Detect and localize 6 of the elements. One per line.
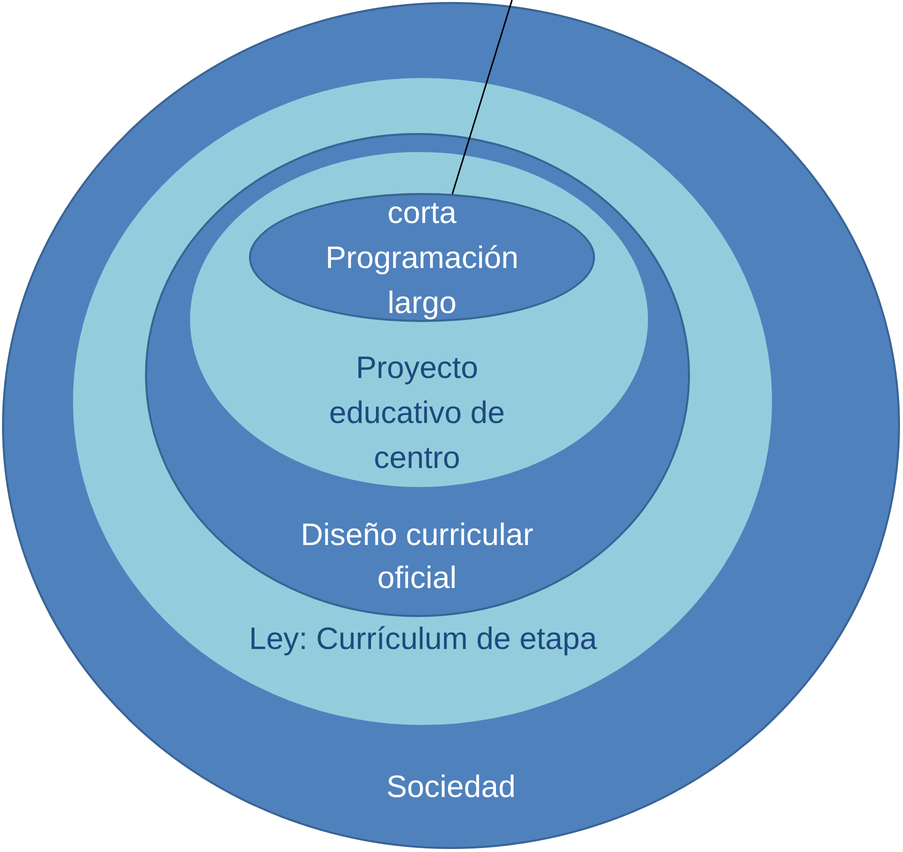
node-label: Diseño curricular oficial	[300, 516, 534, 597]
node-label: Sociedad	[385, 768, 517, 806]
leader-line	[452, 0, 513, 194]
node-label: Proyecto educativo de centro	[328, 349, 506, 477]
node-label: Ley: Currículum de etapa	[248, 620, 598, 658]
node-label: corta Programación largo	[324, 194, 520, 322]
